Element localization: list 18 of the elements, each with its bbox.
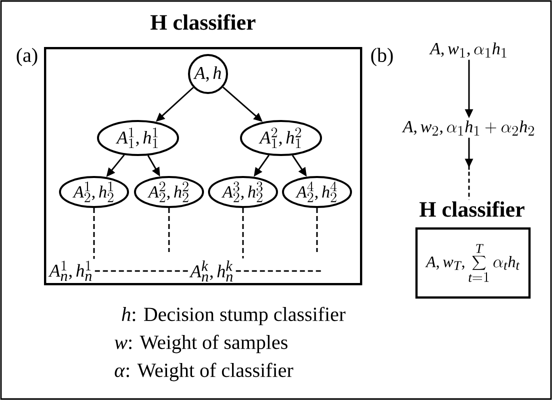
legend-text: w: Weight of samples xyxy=(114,334,288,354)
legend-text: α: Weight of classifier xyxy=(114,362,294,382)
heading: H classifier xyxy=(420,201,524,217)
formula-box: $A,w_T,\sum_{t=1}^{T}\alpha_t h_t$ xyxy=(415,227,531,299)
dashed-line xyxy=(168,208,170,252)
dashed-line xyxy=(236,270,323,272)
formula-text: $A_n^k,h_n^k$ xyxy=(189,260,233,282)
heading: H classifier xyxy=(150,14,256,30)
dashed-line xyxy=(94,270,188,272)
legend-text: h: Decision stump classifier xyxy=(122,306,346,326)
dashed-line xyxy=(316,208,318,252)
formula-text: $A,w_1,\alpha_1 h_1$ xyxy=(429,42,506,58)
panel-label: (a) xyxy=(16,48,38,66)
panel-label: (b) xyxy=(371,48,393,66)
formula-text: $A_n^1,h_n^1$ xyxy=(48,260,92,281)
dashed-line xyxy=(93,208,95,259)
formula-text: $A,w_2,\alpha_1 h_1+\alpha_2 h_2$ xyxy=(402,120,534,136)
dashed-line xyxy=(242,208,244,258)
